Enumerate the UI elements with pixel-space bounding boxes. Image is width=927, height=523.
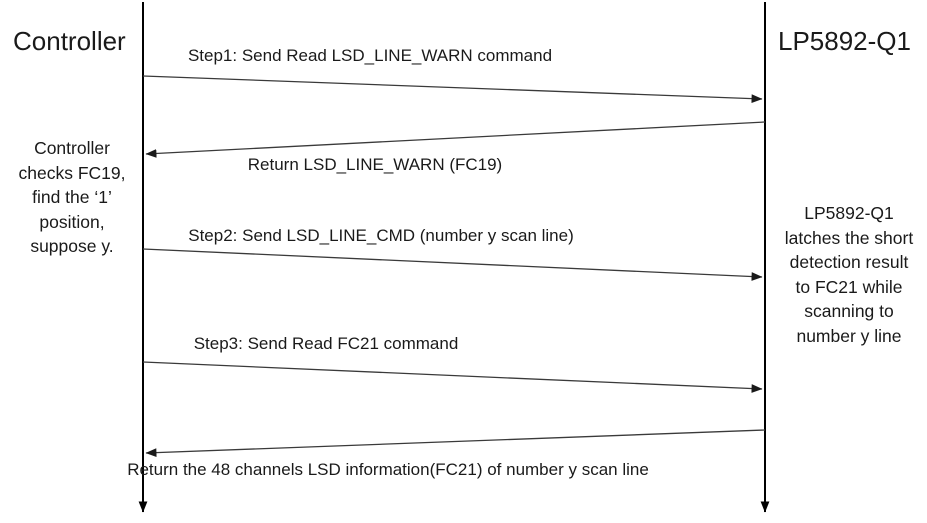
- message-arrow-step1: [142, 75, 763, 104]
- message-label-step1: Step1: Send Read LSD_LINE_WARN command: [187, 46, 553, 65]
- message-label-step3: Step3: Send Read FC21 command: [193, 334, 459, 353]
- message-arrow-return-fc19: [145, 121, 766, 158]
- message-arrow-step3: [142, 361, 763, 393]
- message-label-return-fc19: Return LSD_LINE_WARN (FC19): [247, 155, 503, 174]
- message-arrow-step2: [142, 248, 763, 281]
- note-controller-checks-fc19: Controller checks FC19, find the ‘1’ pos…: [18, 138, 126, 256]
- message-label-step2: Step2: Send LSD_LINE_CMD (number y scan …: [188, 226, 574, 245]
- actor-title-lp5892q1: LP5892-Q1: [778, 26, 911, 56]
- actor-title-controller: Controller: [13, 26, 126, 56]
- note-lp5892q1-latches-result: LP5892-Q1 latches the short detection re…: [784, 203, 914, 346]
- message-arrow-return-fc21: [145, 429, 766, 458]
- message-label-return-fc21: Return the 48 channels LSD information(F…: [127, 460, 649, 479]
